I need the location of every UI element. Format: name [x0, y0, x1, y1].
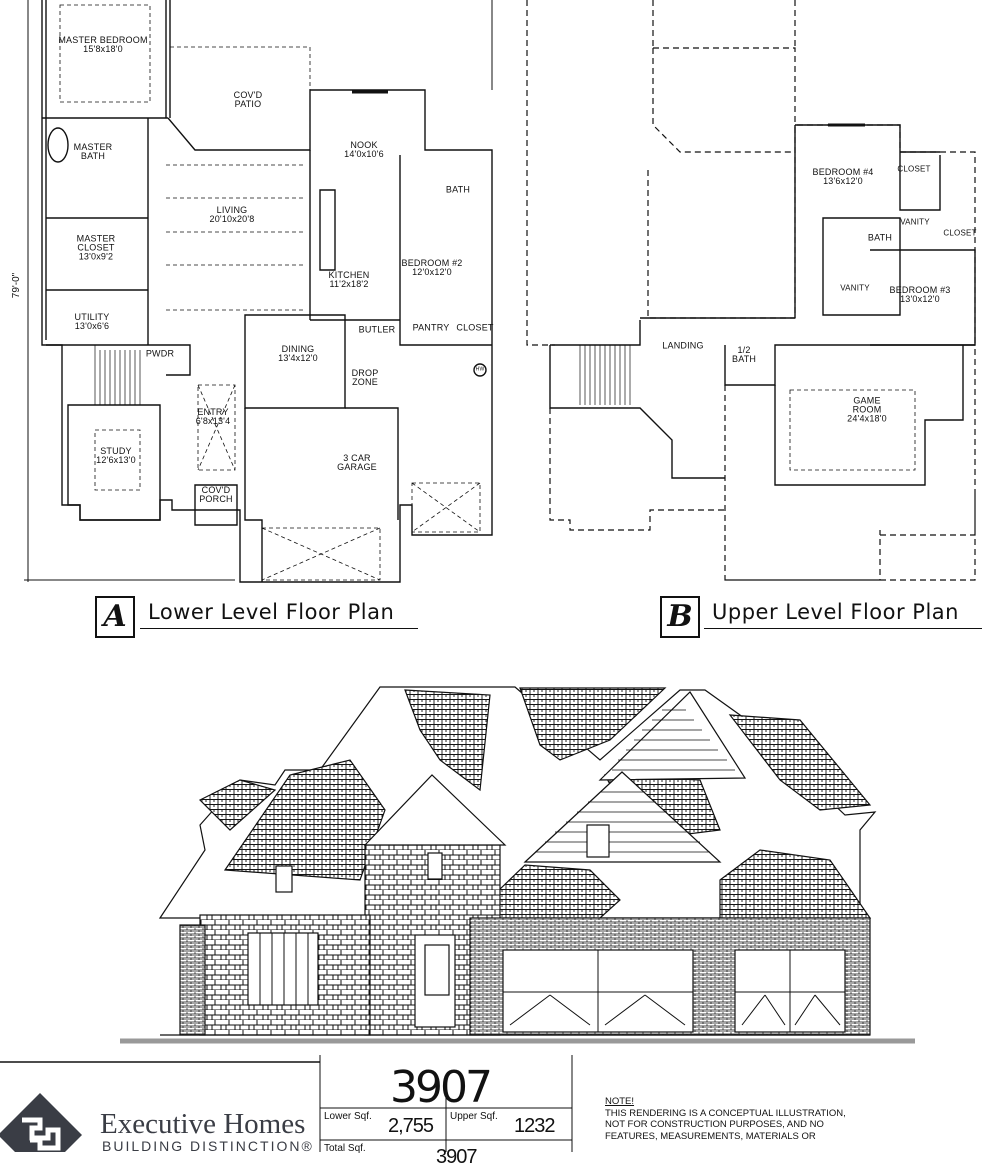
lower-plan-title: Lower Level Floor Plan: [148, 600, 395, 624]
title-underline: [140, 628, 418, 629]
room-label: LANDING: [662, 340, 704, 351]
lower-sqft-value: 2,755: [388, 1115, 434, 1137]
note-heading: NOTE!: [605, 1096, 635, 1107]
brand-name: Executive Homes: [100, 1108, 306, 1140]
overall-dimension: 79'-0": [11, 272, 23, 299]
note-line: NOT FOR CONSTRUCTION PURPOSES, AND NO: [605, 1119, 824, 1130]
room-label: COV'D PORCH: [199, 485, 233, 504]
water-heater-label: HW: [475, 366, 485, 373]
note-line: FEATURES, MEASUREMENTS, MATERIALS OR: [605, 1130, 816, 1142]
lower-floor-plan: [24, 0, 493, 583]
room-label: MASTER BATH: [73, 142, 113, 161]
room-label: DROP ZONE: [351, 368, 379, 387]
plan-badge-a: A: [95, 596, 135, 638]
total-sqft-label: Total Sqf.: [324, 1143, 366, 1154]
room-label: VANITY: [900, 217, 930, 227]
front-elevation: [120, 686, 915, 1044]
room-label: PWDR: [145, 348, 175, 359]
room-label: BUTLER: [358, 324, 396, 335]
brand-tagline: BUILDING DISTINCTION®: [102, 1138, 314, 1154]
room-label: CLOSET: [897, 164, 931, 174]
lower-sqft-label: Lower Sqf.: [324, 1111, 372, 1122]
water-heater-icon: [473, 363, 487, 377]
executive-homes-logo: [0, 1093, 82, 1152]
room-label: 1/2 BATH: [732, 345, 757, 364]
upper-plan-title: Upper Level Floor Plan: [712, 600, 959, 624]
upper-sqft-value: 1232: [514, 1115, 555, 1137]
room-label: CLOSET: [456, 322, 494, 333]
total-sqft-value: 3907: [436, 1146, 477, 1168]
room-label: CLOSET: [943, 228, 977, 238]
upper-sqft-label: Upper Sqf.: [450, 1111, 498, 1122]
room-label: 3 CAR GARAGE: [337, 453, 377, 472]
room-label: BATH: [445, 184, 471, 195]
room-label: PANTRY: [412, 322, 450, 333]
title-block: [0, 1055, 573, 1152]
room-label: VANITY: [840, 283, 870, 293]
upper-floor-plan: [526, 0, 976, 581]
room-label: BATH: [867, 232, 893, 243]
plan-number: 3907: [390, 1062, 493, 1113]
disclaimer-note: NOTE! THIS RENDERING IS A CONCEPTUAL ILL…: [605, 1096, 846, 1142]
title-underline: [704, 628, 982, 629]
room-label: COV'D PATIO: [233, 90, 263, 109]
note-line: THIS RENDERING IS A CONCEPTUAL ILLUSTRAT…: [605, 1107, 846, 1119]
plan-badge-b: B: [660, 596, 700, 638]
